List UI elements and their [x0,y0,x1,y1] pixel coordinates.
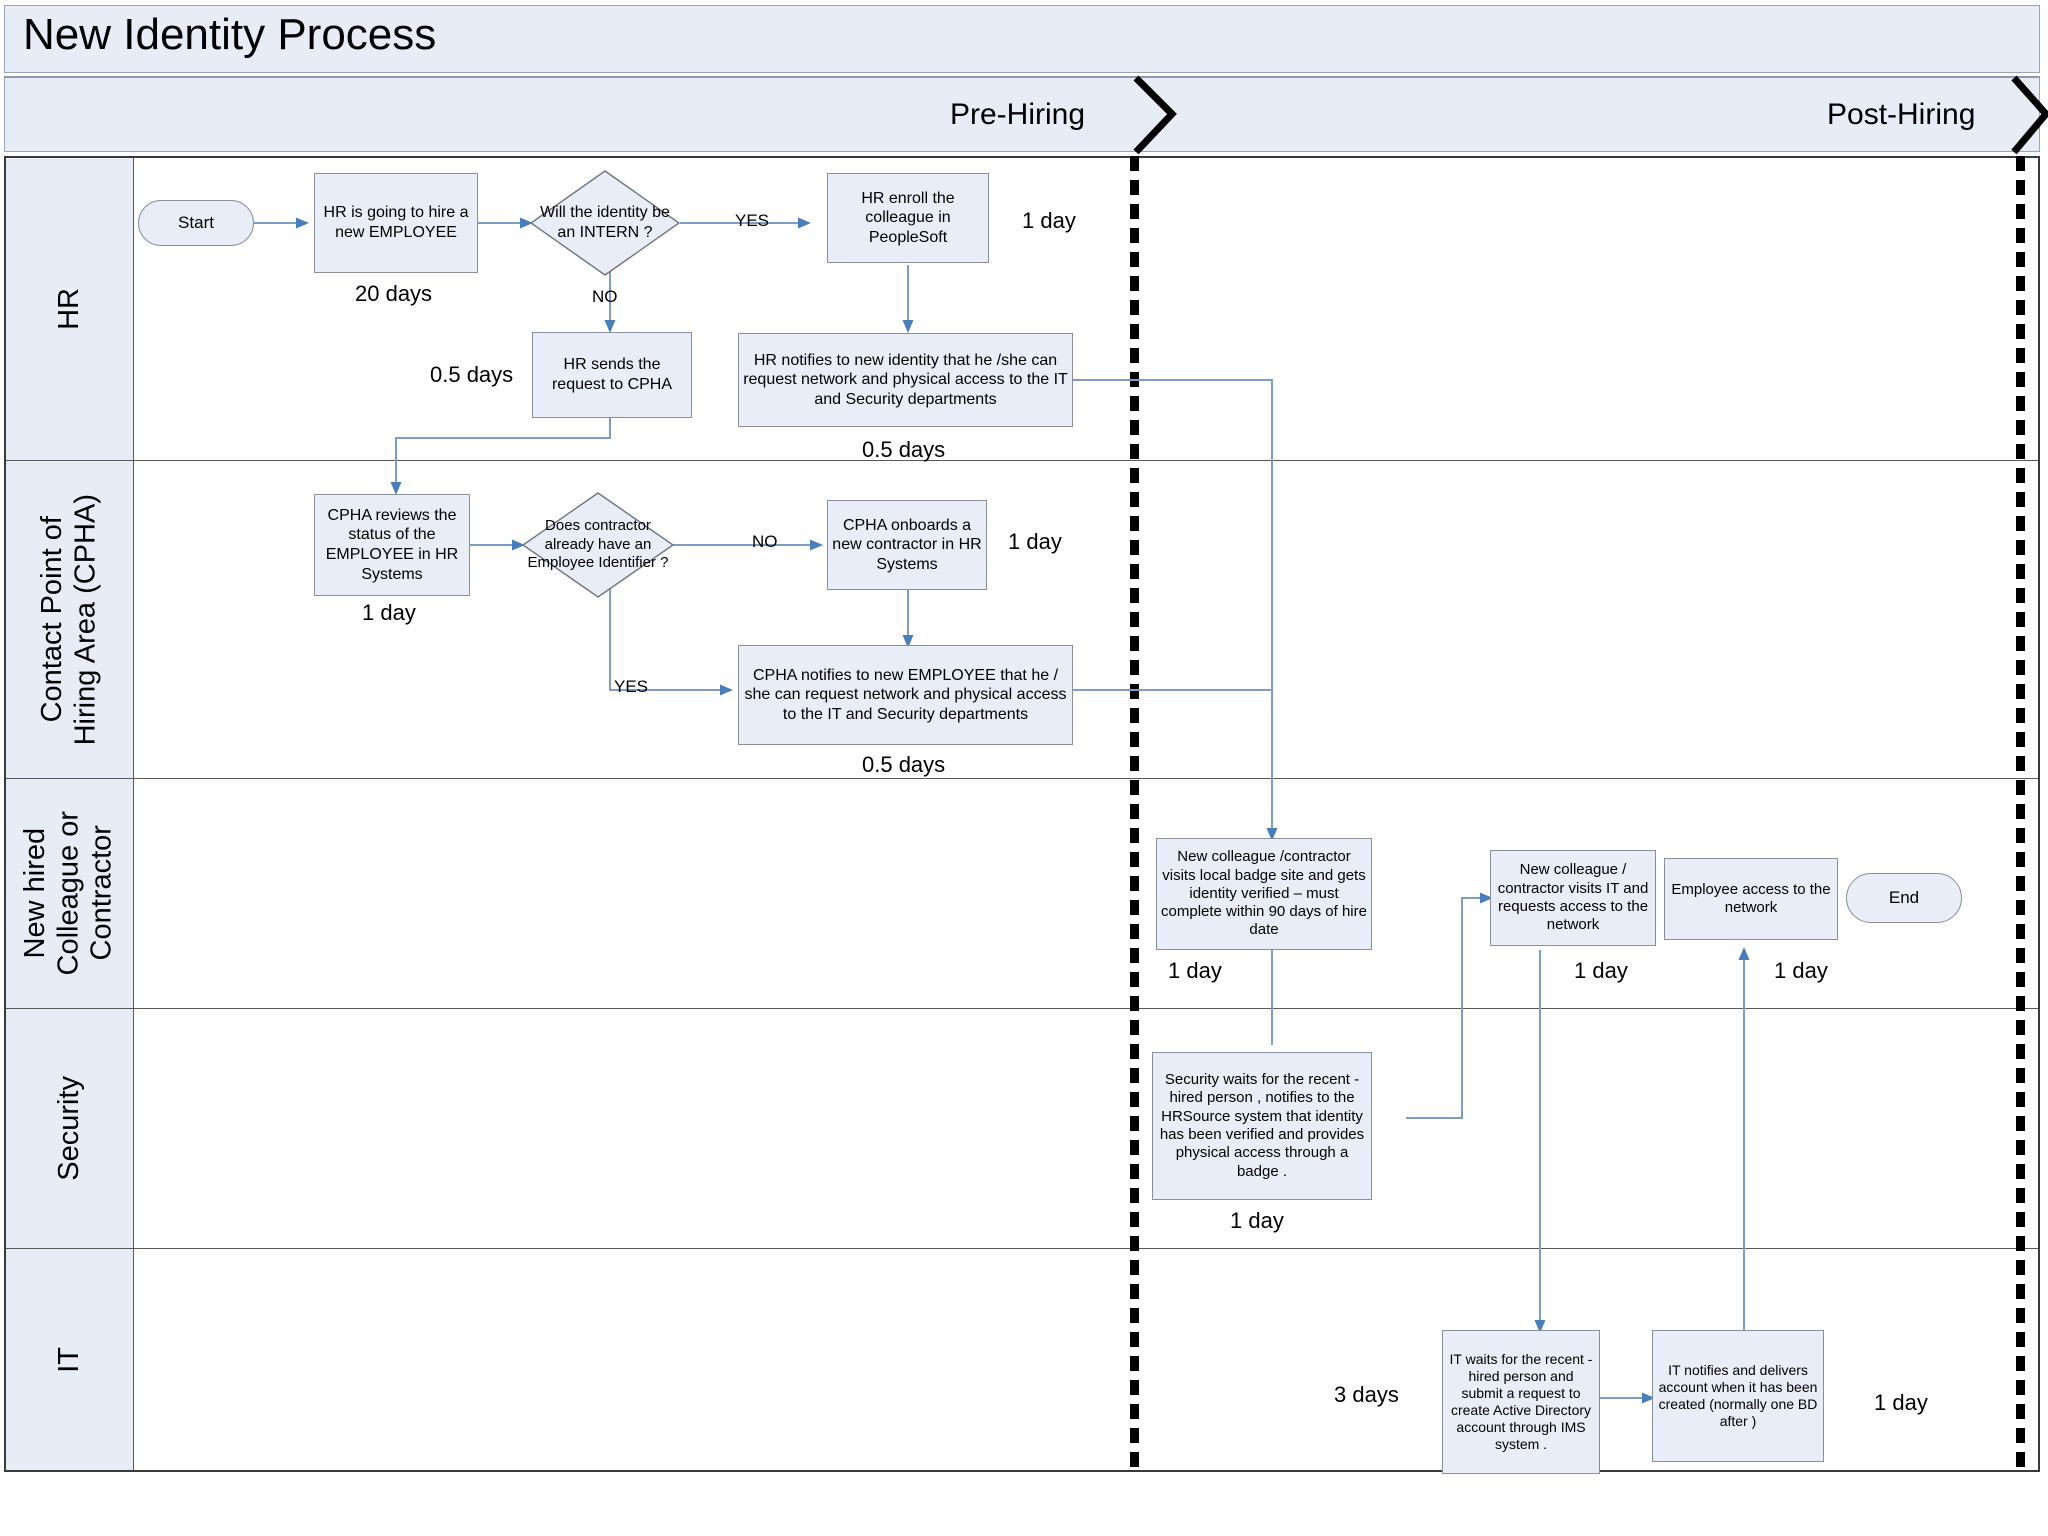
node-badge-visit[interactable]: New colleague /contractor visits local b… [1156,838,1372,950]
duration-hr-hire: 20 days [355,281,433,306]
lane-label-cpha: Contact Point of Hiring Area (CPHA) [36,493,102,746]
lane-header-cpha: Contact Point of Hiring Area (CPHA) [6,461,134,778]
node-cpha-onboards[interactable]: CPHA onboards a new contractor in HR Sys… [827,500,987,590]
node-it-notifies-label: IT notifies and delivers account when it… [1658,1361,1818,1430]
phase-label-pre-hiring: Pre-Hiring [950,98,1086,131]
node-it-notifies[interactable]: IT notifies and delivers account when it… [1652,1330,1824,1462]
node-hr-sends-label: HR sends the request to CPHA [551,356,673,393]
node-cpha-reviews[interactable]: CPHA reviews the status of the EMPLOYEE … [314,494,470,596]
edge-label-cpha-no: NO [752,532,778,551]
duration-cpha-reviews: 1 day [362,600,416,625]
duration-it-notifies: 1 day [1874,1390,1928,1415]
node-it-waits-label: IT waits for the recent -hired person an… [1449,1350,1593,1453]
duration-cpha-onboards: 1 day [1008,529,1062,554]
lane-label-it: IT [52,1346,85,1373]
node-hr-sends[interactable]: HR sends the request to CPHA [532,332,692,418]
node-employee-access[interactable]: Employee access to the network [1664,858,1838,940]
duration-it-waits: 3 days [1334,1382,1399,1407]
node-end[interactable]: End [1846,873,1962,923]
node-cpha-onboards-label: CPHA onboards a new contractor in HR Sys… [832,516,982,573]
node-it-visit[interactable]: New colleague / contractor visits IT and… [1490,850,1656,946]
duration-employee-access: 1 day [1774,958,1828,983]
node-it-waits[interactable]: IT waits for the recent -hired person an… [1442,1330,1600,1474]
node-badge-visit-label: New colleague /contractor visits local b… [1161,848,1367,939]
node-hr-intern-decision-label: Will the identity be an INTERN ? [540,204,670,241]
node-cpha-decision-label: Does contractor already have an Employee… [527,516,669,572]
node-security-waits-label: Security waits for the recent -hired per… [1159,1071,1365,1180]
phase-separator-pre-post [1130,156,1139,1472]
edge-label-hr-yes: YES [735,211,770,230]
node-employee-access-label: Employee access to the network [1671,880,1831,916]
duration-cpha-notifies: 0.5 days [862,752,946,777]
node-it-visit-label: New colleague / contractor visits IT and… [1497,861,1649,934]
node-hr-enroll-label: HR enroll the colleague in PeopleSoft [861,189,955,246]
page-title: New Identity Process [23,10,437,59]
node-hr-enroll[interactable]: HR enroll the colleague in PeopleSoft [827,173,989,263]
edge-label-hr-no: NO [592,287,618,306]
lane-security: Security [6,1009,2038,1249]
duration-hr-enroll: 1 day [1022,208,1076,233]
duration-it-visit: 1 day [1574,958,1628,983]
lane-header-new-hire: New hired Colleague or Contractor [6,779,134,1008]
lane-label-new-hire: New hired Colleague or Contractor [19,811,119,976]
lane-label-hr: HR [52,288,85,330]
node-hr-notifies[interactable]: HR notifies to new identity that he /she… [738,333,1073,427]
edge-label-cpha-yes: YES [614,677,649,696]
lane-header-security: Security [6,1009,134,1248]
node-cpha-notifies-label: CPHA notifies to new EMPLOYEE that he / … [744,666,1067,723]
node-security-waits[interactable]: Security waits for the recent -hired per… [1152,1052,1372,1200]
duration-security-waits: 1 day [1230,1208,1284,1233]
node-cpha-decision[interactable]: Does contractor already have an Employee… [522,492,674,598]
node-start-label: Start [178,212,214,232]
node-cpha-reviews-label: CPHA reviews the status of the EMPLOYEE … [325,506,459,583]
node-end-label: End [1888,887,1920,907]
lane-body-security [134,1009,2038,1248]
node-hr-hire-label: HR is going to hire a new EMPLOYEE [323,204,469,241]
node-hr-intern-decision[interactable]: Will the identity be an INTERN ? [530,170,680,276]
node-hr-notifies-label: HR notifies to new identity that he /she… [743,351,1068,408]
duration-hr-sends: 0.5 days [430,362,514,387]
node-hr-hire[interactable]: HR is going to hire a new EMPLOYEE [314,173,478,273]
lane-label-security: Security [52,1076,85,1181]
duration-hr-notifies: 0.5 days [862,437,946,462]
node-start[interactable]: Start [138,200,254,246]
phase-band: Pre-Hiring Post-Hiring [4,76,2040,152]
node-cpha-notifies[interactable]: CPHA notifies to new EMPLOYEE that he / … [738,645,1073,745]
duration-badge-visit: 1 day [1168,958,1222,983]
phase-label-post-hiring: Post-Hiring [1827,98,1976,131]
diagram-title-bar: New Identity Process [4,5,2040,73]
lane-header-hr: HR [6,158,134,460]
phase-separator-right [2016,156,2025,1472]
lane-header-it: IT [6,1249,134,1470]
